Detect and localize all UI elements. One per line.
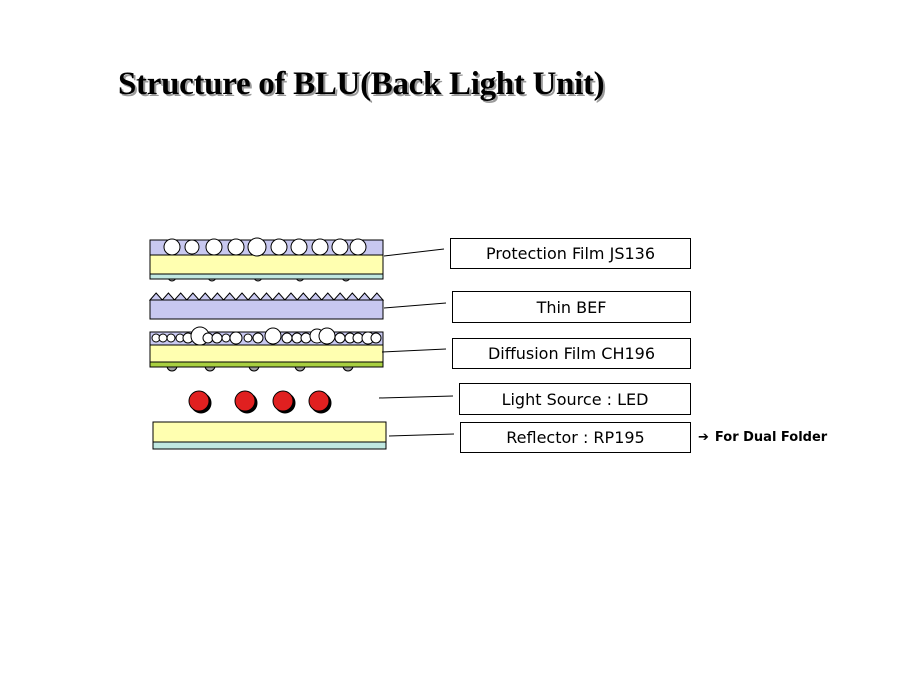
dual-folder-text: For Dual Folder [714, 430, 828, 445]
protection-film-top-beads [163, 237, 367, 257]
led-icon [308, 390, 330, 412]
thin-bef-layer [148, 292, 385, 320]
leader-line-bef [383, 302, 447, 309]
led-row [188, 390, 332, 414]
led-icon [188, 390, 210, 412]
label-light-source: Light Source : LED [459, 383, 691, 415]
leader-line-led [378, 395, 454, 399]
bead [349, 238, 367, 256]
right-arrow-icon: ➔ [698, 430, 709, 445]
leader-lines [378, 248, 455, 437]
bead [247, 237, 267, 257]
bead [264, 327, 282, 345]
leader-line-diffusion [381, 348, 447, 353]
dual-folder-note: ➔ For Dual Folder [698, 430, 827, 445]
label-diffusion-film: Diffusion Film CH196 [452, 338, 691, 369]
diffusion-film-layer [149, 326, 384, 372]
bead [166, 333, 176, 343]
bead [227, 238, 245, 256]
bead [205, 238, 223, 256]
label-protection-film: Protection Film JS136 [450, 238, 691, 269]
protection-film-layer [149, 237, 384, 282]
bead [300, 332, 312, 344]
leader-line-reflector [388, 433, 455, 437]
led-icon [234, 390, 256, 412]
bead [270, 238, 288, 256]
bead [318, 327, 336, 345]
bead [311, 238, 329, 256]
bead [211, 332, 223, 344]
bead [243, 333, 253, 343]
leader-line-protection [383, 248, 445, 257]
label-thin-bef: Thin BEF [452, 291, 691, 323]
bead [221, 333, 231, 343]
bead [334, 332, 346, 344]
page-title: Structure of BLU(Back Light Unit) [118, 66, 605, 102]
bead [184, 239, 200, 255]
led-icon [272, 390, 294, 412]
bead [370, 332, 382, 344]
bead [229, 331, 243, 345]
bead [331, 238, 349, 256]
bead [252, 332, 264, 344]
bead [158, 333, 168, 343]
bead [163, 238, 181, 256]
label-reflector: Reflector : RP195 [460, 422, 691, 453]
bead [281, 332, 293, 344]
reflector-layer [152, 421, 387, 450]
bead [290, 238, 308, 256]
